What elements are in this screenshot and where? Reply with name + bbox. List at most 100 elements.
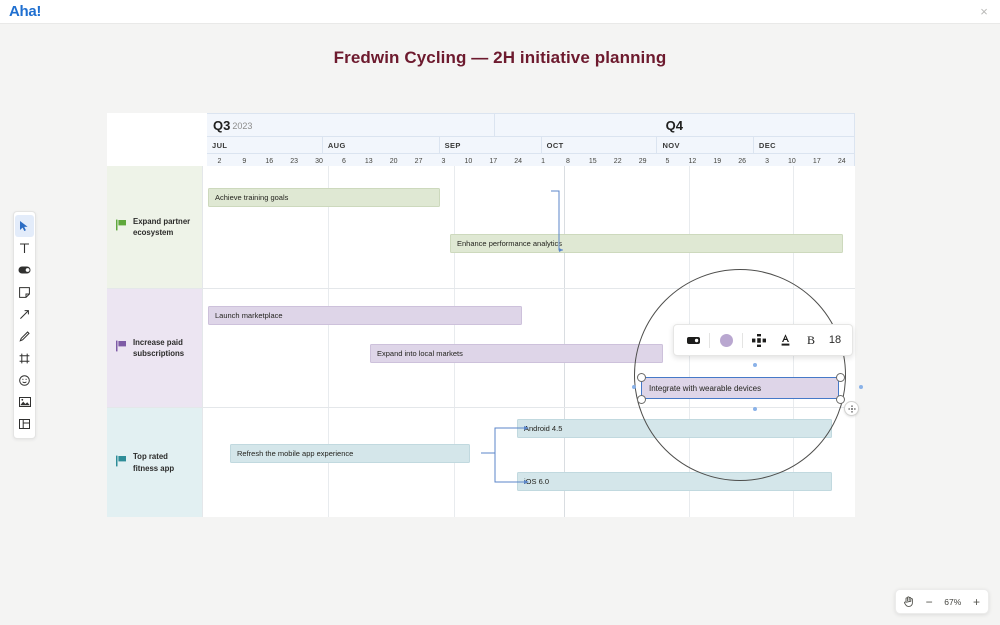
quarter-row: Q3 2023 Q4: [207, 114, 854, 137]
month-cell: JUL: [207, 137, 323, 153]
gridline: [689, 166, 690, 288]
move-icon: [847, 404, 856, 413]
quarter-year: 2023: [232, 121, 253, 131]
aha-logo[interactable]: Aha!: [9, 3, 42, 20]
gantt-bar[interactable]: Android 4.5: [517, 419, 832, 438]
zoom-in-button[interactable]: +: [972, 594, 980, 609]
resize-handle-top-left[interactable]: [637, 373, 646, 382]
day-tick: 16: [265, 158, 274, 165]
flag-icon: [116, 454, 127, 472]
template-tool[interactable]: [15, 413, 34, 435]
gridline: [454, 166, 455, 288]
day-tick: 24: [514, 158, 523, 165]
bold-button[interactable]: B: [806, 332, 815, 347]
day-tick: 8: [565, 158, 570, 165]
gantt-bar[interactable]: Achieve training goals: [208, 188, 440, 207]
day-tick: 15: [588, 158, 597, 165]
color-swatch-icon: [719, 333, 733, 347]
day-tick: 19: [713, 158, 722, 165]
tool-rail: [13, 211, 36, 439]
day-tick: 23: [290, 158, 299, 165]
fill-color-button[interactable]: [713, 327, 739, 353]
day-tick: 30: [315, 158, 323, 165]
align-button[interactable]: [746, 327, 772, 353]
resize-handle-top-right[interactable]: [836, 373, 845, 382]
gridline: [793, 166, 794, 288]
swimlanes: Expand partner ecosystem Achieve training…: [107, 166, 855, 517]
flag-icon: [116, 339, 127, 357]
day-tick: 12: [688, 158, 697, 165]
quarter-label: Q3: [213, 117, 231, 133]
gantt-bar[interactable]: Launch marketplace: [208, 306, 522, 325]
gantt-bar[interactable]: Enhance performance analytics: [450, 234, 843, 253]
quarter-q4: Q4: [495, 114, 854, 136]
day-tick: 13: [364, 158, 373, 165]
gridline: [328, 289, 329, 407]
day-tick: 1: [541, 158, 545, 165]
gridline: [793, 408, 794, 517]
close-icon[interactable]: ×: [980, 4, 988, 19]
arrow-tool[interactable]: [15, 303, 34, 325]
move-handle[interactable]: [844, 401, 859, 416]
sticky-note-tool[interactable]: [15, 281, 34, 303]
day-tick: 9: [242, 158, 247, 165]
month-cell: AUG: [323, 137, 440, 153]
emoji-tool[interactable]: [15, 369, 34, 391]
resize-handle-bottom-right[interactable]: [836, 395, 845, 404]
image-tool[interactable]: [15, 391, 34, 413]
zoom-control: − 67% +: [895, 589, 989, 614]
hand-icon: [904, 596, 913, 607]
day-tick: 2: [217, 158, 222, 165]
selected-bar[interactable]: Integrate with wearable devices: [641, 377, 839, 399]
swimlane-header[interactable]: Expand partner ecosystem: [107, 166, 203, 288]
zoom-out-button[interactable]: −: [925, 594, 933, 609]
pan-tool-button[interactable]: [904, 596, 914, 607]
gantt-bar[interactable]: iOS 6.0: [517, 472, 832, 491]
font-size-button[interactable]: 18: [828, 334, 842, 346]
day-tick: 24: [837, 158, 846, 165]
line-style-icon: [686, 336, 700, 344]
day-tick: 27: [414, 158, 423, 165]
gridline: [328, 166, 329, 288]
pen-tool[interactable]: [15, 325, 34, 347]
day-tick: 22: [613, 158, 622, 165]
day-tick: 20: [389, 158, 398, 165]
text-color-button[interactable]: [772, 327, 798, 353]
swimlane-title: Expand partner ecosystem: [133, 216, 191, 237]
swimlane-header[interactable]: Top rated fitness app: [107, 408, 203, 517]
align-icon: [752, 333, 766, 347]
gantt-bar[interactable]: Expand into local markets: [370, 344, 663, 363]
text-color-icon: [781, 334, 789, 346]
swimlane-header[interactable]: Increase paid subscriptions: [107, 289, 203, 407]
shape-tool[interactable]: [15, 259, 34, 281]
month-cell: OCT: [542, 137, 658, 153]
text-tool[interactable]: [15, 237, 34, 259]
swimlane: Increase paid subscriptions Launch market…: [107, 289, 855, 408]
top-bar: Aha!: [0, 0, 1000, 24]
connector-dot-right[interactable]: [859, 385, 863, 389]
frame-tool[interactable]: [15, 347, 34, 369]
day-tick: 10: [464, 158, 473, 165]
connector-dot-left[interactable]: [632, 385, 636, 389]
month-cell: SEP: [440, 137, 542, 153]
select-tool[interactable]: [15, 215, 34, 237]
page-title: Fredwin Cycling — 2H initiative planning: [333, 48, 667, 67]
border-style-button[interactable]: [680, 327, 706, 353]
gantt-bar[interactable]: Refresh the mobile app experience: [230, 444, 470, 463]
quarter-q3: Q3 2023: [207, 114, 495, 136]
resize-handle-bottom-left[interactable]: [637, 395, 646, 404]
gridline: [564, 166, 565, 288]
day-tick: 29: [638, 158, 647, 165]
day-tick: 17: [812, 158, 821, 165]
zoom-level-value: 67%: [944, 596, 962, 607]
connector-dot-top[interactable]: [753, 363, 757, 367]
day-tick: 26: [738, 158, 747, 165]
connector-dot-bottom[interactable]: [753, 407, 757, 411]
format-toolbar: B 18: [673, 324, 853, 356]
